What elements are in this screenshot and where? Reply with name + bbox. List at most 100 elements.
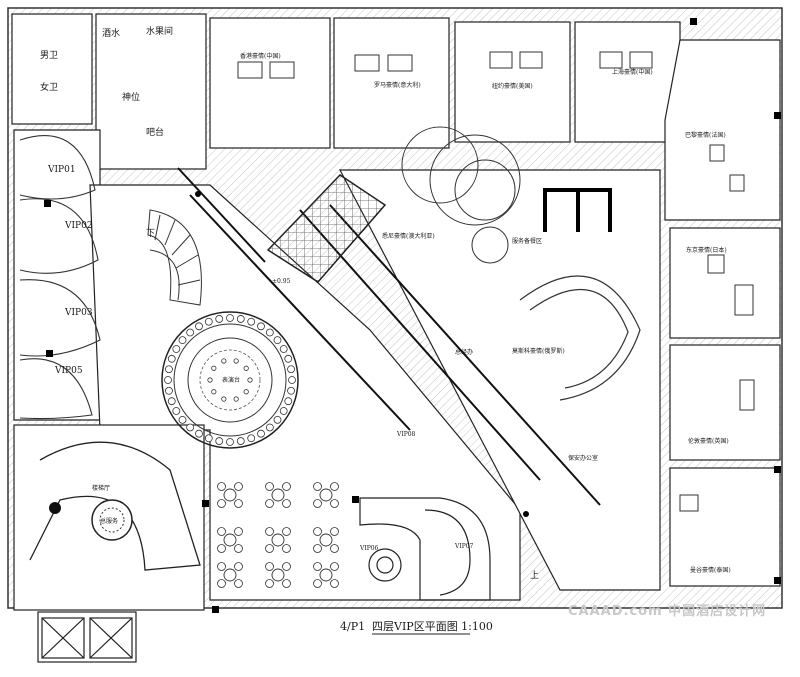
label-bar: 吧台 (146, 126, 164, 138)
stair-up-mark: 上 (530, 570, 539, 581)
label-vip08: VIP08 (396, 431, 416, 438)
stage-seat (215, 315, 224, 323)
plan-title: 四层VIP区平面图 1:100 (372, 620, 493, 633)
stage-seat (172, 407, 181, 415)
dining-table (265, 482, 291, 508)
stage-seat (257, 322, 265, 331)
label-shanghai: 上海豪情(中国) (612, 68, 653, 76)
stage-inner-seat (207, 377, 213, 383)
room-paris (664, 39, 781, 221)
dining-table (313, 527, 339, 553)
stage-inner-seat (243, 365, 249, 371)
stage-seat (204, 434, 213, 443)
stage-seat (226, 314, 234, 322)
room-tokyo (669, 227, 781, 339)
label-moscow: 莫斯科豪情(俄罗斯) (512, 347, 565, 355)
stage-inner-seat (221, 396, 227, 402)
stage-seat (186, 423, 195, 432)
stage-seat (178, 336, 187, 345)
stage-seat (195, 322, 203, 331)
stage-seat (226, 438, 234, 446)
room-hongkong (209, 17, 331, 149)
diagonal-walls (177, 167, 601, 506)
stage-seat (265, 423, 274, 432)
stage-seat (236, 315, 245, 323)
stage-inner-seat (247, 377, 253, 383)
stage-seat (215, 437, 224, 445)
label-wine: 酒水 (102, 27, 120, 39)
dining-table (217, 562, 243, 588)
stage-inner-seat (243, 389, 249, 395)
stage-seat (287, 365, 295, 374)
lobby-round (29, 441, 201, 571)
stage-seat (279, 345, 288, 353)
stage-seat (265, 328, 274, 337)
label-vip07: VIP07 (454, 543, 474, 550)
stage-seat (284, 354, 293, 363)
label-bangkok: 曼谷豪情(泰国) (690, 566, 731, 574)
label-japan: 罗马豪情(意大利) (374, 81, 421, 89)
fountain-circles (401, 126, 521, 264)
stair-grid (266, 174, 387, 283)
dining-table (313, 482, 339, 508)
stage-seat (164, 376, 172, 384)
dining-table (217, 482, 243, 508)
columns (44, 18, 781, 613)
round-stage (161, 311, 299, 449)
stage-seat (167, 397, 176, 406)
stage-inner-seat (221, 358, 227, 364)
stage-seat (165, 365, 173, 374)
stage-seat (204, 317, 213, 326)
dining-table (313, 562, 339, 588)
title-block: 4/P1 四层VIP区平面图 1:100 CAAAD.com 中国酒店设计网 (340, 603, 766, 635)
label-tokyo: 东京豪情(日本) (686, 246, 727, 254)
stage-seat-ring (164, 314, 296, 446)
stage-seat (257, 429, 265, 438)
stage-seat (247, 317, 256, 326)
room-labels: 男卫 女卫 酒水 水果间 神位 吧台 VIP01 VIP02 VIP03 VIP… (40, 25, 731, 581)
thick-wall (543, 188, 612, 232)
label-london: 伦敦豪情(英国) (688, 437, 729, 445)
stage-inner-seat (233, 396, 239, 402)
label-reception: 总服务 (100, 517, 118, 525)
stage-seat (186, 328, 195, 337)
label-vip01: VIP01 (47, 165, 76, 175)
label-manager: 总经办 (455, 348, 473, 356)
lift-boxes (41, 617, 133, 659)
stage-seat (167, 354, 176, 363)
label-russia: 纽约豪情(美国) (492, 82, 533, 90)
label-service: 服务备餐区 (512, 237, 542, 245)
label-vip02: VIP02 (64, 221, 93, 231)
stage-seat (279, 407, 288, 415)
stage-seat (195, 429, 203, 438)
room-russia (454, 21, 571, 143)
room-bangkok (669, 467, 781, 587)
stage-seat (172, 345, 181, 353)
label-office: 保安办公室 (568, 454, 598, 462)
label-front-desk: 表演台 (222, 376, 240, 384)
stage-seat (288, 376, 296, 384)
vip06-07 (359, 497, 491, 601)
label-fruit: 水果间 (146, 25, 173, 37)
bar-block (95, 13, 207, 170)
label-vip06: VIP06 (359, 545, 379, 552)
room-shanghai (574, 21, 681, 143)
room-japan (333, 17, 450, 149)
watermark: CAAAD.com 中国酒店设计网 (568, 603, 766, 619)
dining-table (265, 527, 291, 553)
room-furniture (237, 51, 755, 512)
sheet-ref: 4/P1 (340, 620, 365, 633)
label-sydney: 悉尼豪情(澳大利亚) (382, 232, 435, 240)
room-shapes (11, 13, 781, 663)
dining-tables (217, 482, 339, 588)
stage-seat (165, 386, 173, 395)
stage-seat (247, 434, 256, 443)
label-female-wc: 女卫 (40, 81, 58, 93)
stage-seat (287, 386, 295, 395)
label-paris: 巴黎豪情(法国) (685, 131, 726, 139)
wc-block (11, 13, 93, 125)
lift-block (37, 611, 137, 663)
stair-down-mark: 下 (146, 229, 155, 239)
